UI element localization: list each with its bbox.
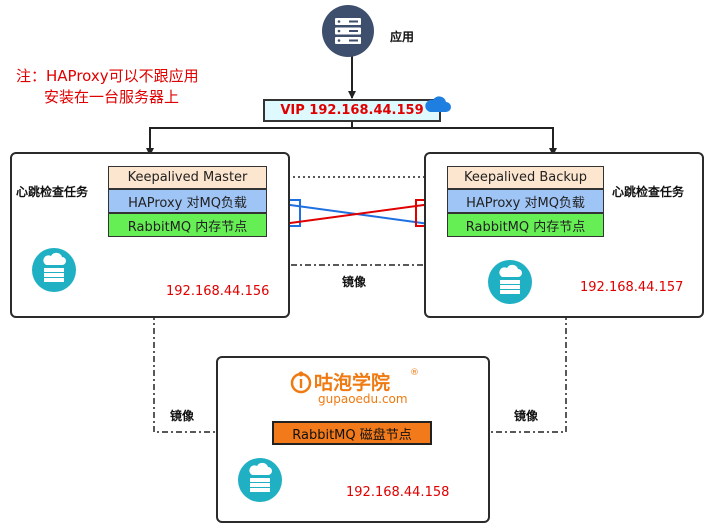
note-line-2: 安装在一台服务器上 xyxy=(44,88,180,106)
backup-ip: 192.168.44.157 xyxy=(580,280,684,295)
backup-rabbitmq-label: RabbitMQ 内存节点 xyxy=(465,219,586,235)
backup-node-icon xyxy=(488,260,532,304)
master-haproxy-label: HAProxy 对MQ负载 xyxy=(128,195,247,211)
master-ip: 192.168.44.156 xyxy=(166,284,270,299)
backup-rabbitmq-memory-node: RabbitMQ 内存节点 xyxy=(447,213,604,237)
deployment-note: 注：HAProxy可以不跟应用 安装在一台服务器上 xyxy=(16,66,256,108)
app-label: 应用 xyxy=(390,30,415,44)
cloud-server-icon xyxy=(488,260,532,304)
master-keepalived-label: Keepalived Master xyxy=(127,170,248,185)
backup-keepalived-label: Keepalived Backup xyxy=(463,170,588,185)
cloud-server-icon xyxy=(32,248,76,292)
backup-heartbeat-label: 心跳检查任务 xyxy=(612,185,685,199)
note-line-1: 注：HAProxy可以不跟应用 xyxy=(16,67,199,85)
app-node xyxy=(322,5,374,57)
gupao-logo-icon xyxy=(290,371,312,394)
master-rabbitmq-memory-node: RabbitMQ 内存节点 xyxy=(108,213,267,237)
brand-name: 咕泡学院 xyxy=(314,372,391,394)
vip-box: VIP 192.168.44.159 xyxy=(263,99,441,122)
mirror-label-left: 镜像 xyxy=(170,409,195,423)
brand-registered-mark: ® xyxy=(410,368,419,378)
master-node-icon xyxy=(32,248,76,292)
backup-keepalived: Keepalived Backup xyxy=(447,166,604,189)
brand-domain: gupaoedu.com xyxy=(318,392,408,406)
master-to-disk-mirror-link xyxy=(150,237,271,436)
mirror-label-top: 镜像 xyxy=(342,275,367,289)
vip-to-backup-arrow xyxy=(351,120,557,156)
cloud-icon xyxy=(425,96,451,112)
rabbitmq-disk-node: RabbitMQ 磁盘节点 xyxy=(272,421,432,445)
vip-label: VIP 192.168.44.159 xyxy=(280,103,424,118)
disk-node-ip: 192.168.44.158 xyxy=(346,485,450,500)
mirror-label-right: 镜像 xyxy=(514,409,539,423)
disk-node-icon xyxy=(238,458,282,502)
disk-node-label: RabbitMQ 磁盘节点 xyxy=(292,427,412,443)
cloud-server-icon xyxy=(238,458,282,502)
backup-haproxy-cross-route xyxy=(267,201,447,230)
backup-haproxy: HAProxy 对MQ负载 xyxy=(447,189,604,213)
master-haproxy: HAProxy 对MQ负载 xyxy=(108,189,267,213)
server-rack-icon xyxy=(322,5,374,57)
backup-haproxy-label: HAProxy 对MQ负载 xyxy=(466,195,585,211)
vip-to-master-arrow xyxy=(146,120,353,156)
master-rabbitmq-label: RabbitMQ 内存节点 xyxy=(127,219,248,235)
master-heartbeat-label: 心跳检查任务 xyxy=(16,185,89,199)
brand-block: 咕泡学院 ® gupaoedu.com xyxy=(290,368,450,408)
master-keepalived: Keepalived Master xyxy=(108,166,267,189)
